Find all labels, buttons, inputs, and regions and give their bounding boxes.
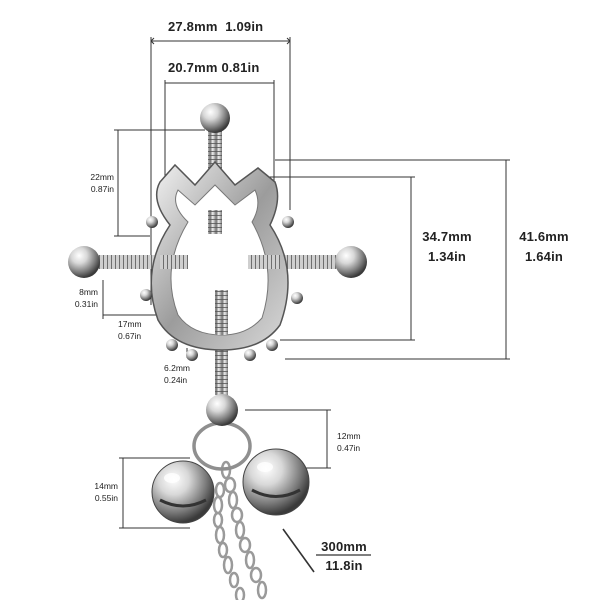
screw-diameter-in: 0.24in <box>164 374 188 385</box>
bell-left <box>151 460 215 524</box>
bottom-screw <box>215 350 228 395</box>
ball-in: 0.31in <box>74 298 98 309</box>
side-screw-mm: 17mm <box>118 319 142 329</box>
overall-width-mm: 27.8mm <box>168 19 218 34</box>
ring-mm: 12mm <box>337 431 361 441</box>
frame-height-mm: 34.7mm <box>422 229 472 244</box>
ball-mm: 8mm <box>79 287 98 297</box>
frame-height-dimension <box>262 176 415 341</box>
chain-length-label: 300mm 11.8in <box>316 540 372 572</box>
clamp-frame <box>140 160 303 361</box>
nipple-clamp-illustration <box>68 103 367 600</box>
top-screw-in: 0.87in <box>90 183 114 194</box>
total-height-in: 1.64in <box>524 249 564 264</box>
total-height-dimension <box>275 159 510 360</box>
ball-label: 8mm 0.31in <box>60 288 98 308</box>
total-height-label: 41.6mm 1.64in <box>514 230 574 263</box>
side-screw-label: 17mm 0.67in <box>118 320 142 340</box>
bell-in: 0.55in <box>94 492 118 503</box>
inner-width-mm: 20.7mm <box>168 60 218 75</box>
chain-length-leader <box>282 528 371 573</box>
inner-width-label: 20.7mm 0.81in <box>168 61 260 74</box>
total-height-mm: 41.6mm <box>519 229 569 244</box>
bell-right <box>242 448 310 516</box>
bell-label: 14mm 0.55in <box>78 482 118 502</box>
chain <box>212 460 268 600</box>
screw-diameter-label: 6.2mm 0.24in <box>164 364 190 384</box>
top-screw-mm: 22mm <box>90 172 114 182</box>
top-screw-label: 22mm 0.87in <box>70 173 114 193</box>
overall-width-label: 27.8mm 1.09in <box>168 20 263 33</box>
inner-width-in: 0.81in <box>221 60 260 75</box>
frame-height-label: 34.7mm 1.34in <box>418 230 476 263</box>
left-ball <box>68 246 100 278</box>
top-ball <box>200 103 230 133</box>
overall-width-in: 1.09in <box>225 19 264 34</box>
frame-height-in: 1.34in <box>427 249 467 264</box>
chain-length-mm: 300mm <box>321 539 367 554</box>
jump-ring <box>192 421 252 471</box>
top-screw-dimension <box>114 129 205 237</box>
chain-length-in: 11.8in <box>325 558 363 573</box>
side-screw-in: 0.67in <box>118 330 142 341</box>
right-ball <box>335 246 367 278</box>
ring-in: 0.47in <box>337 442 361 453</box>
ring-label: 12mm 0.47in <box>337 432 361 452</box>
screw-diameter-mm: 6.2mm <box>164 363 190 373</box>
bell-mm: 14mm <box>94 481 118 491</box>
bottom-ball <box>206 394 238 426</box>
bell-dimension <box>119 457 190 529</box>
